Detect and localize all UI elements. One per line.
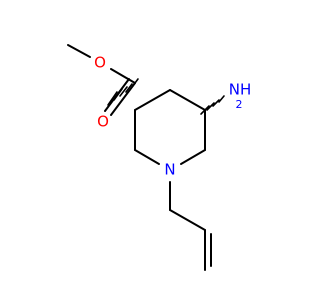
bond-c2-n1 xyxy=(134,149,160,165)
bond-c3-c4 xyxy=(134,89,171,111)
atom-oxygen-ether: O xyxy=(94,54,106,72)
bond-n1-c6 xyxy=(180,149,206,165)
atom-amine-group: NH xyxy=(229,81,252,99)
atom-amine-subscript: 2 xyxy=(236,98,243,111)
bond-oxygen-carbonyl-carbon xyxy=(110,68,136,84)
stereo-hash-bond-ester xyxy=(107,78,139,106)
atom-oxygen-carbonyl: O xyxy=(97,113,109,131)
molecule-structure: O O N NH 2 xyxy=(67,44,252,271)
stereo-hash-bond-amine xyxy=(200,95,225,115)
bond-allyl-ch2-ch xyxy=(169,209,206,231)
bond-carbonyl-double-1 xyxy=(110,82,136,116)
bond-c4-c5 xyxy=(169,89,206,111)
bond-methyl-oxygen xyxy=(67,44,91,58)
atom-nitrogen-ring: N xyxy=(164,161,175,179)
